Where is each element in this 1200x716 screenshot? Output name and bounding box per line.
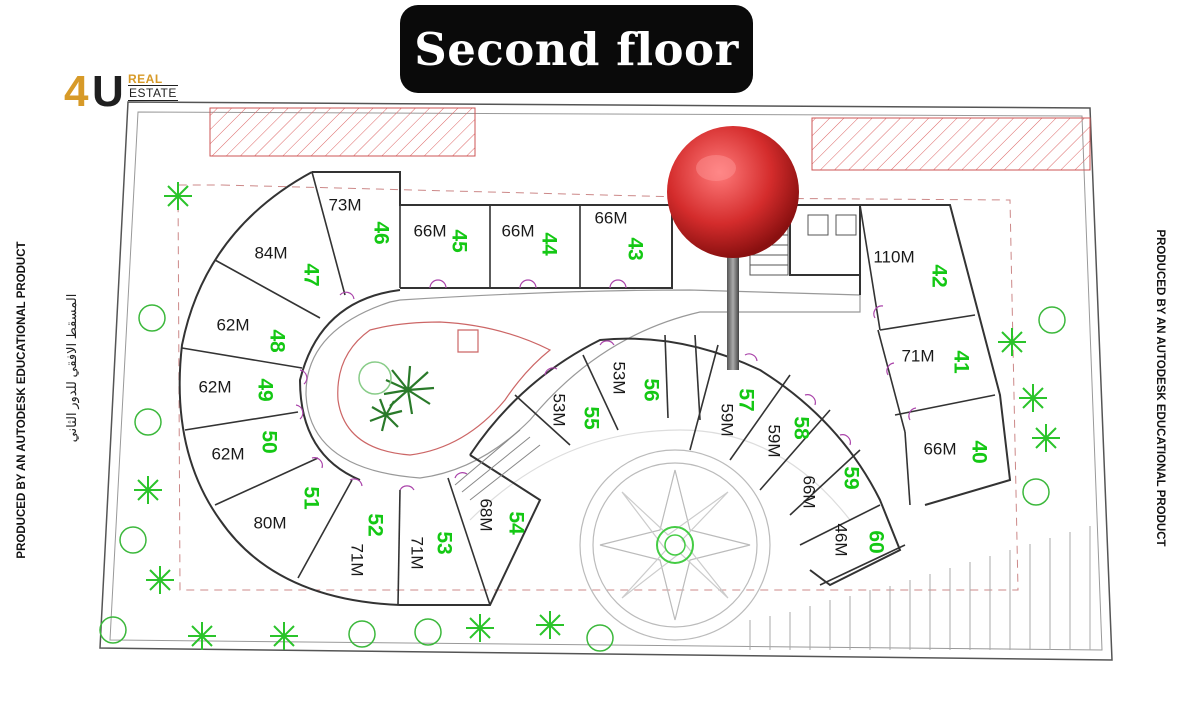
unit-area: 62M — [216, 315, 249, 334]
unit-area: 66M — [413, 221, 446, 240]
logo-real-text: REAL — [128, 72, 163, 86]
unit-59: 66M 59 — [800, 466, 863, 508]
logo-estate-text: ESTATE — [128, 85, 178, 101]
watermark-right: PRODUCED BY AN AUTODESK EDUCATIONAL PROD… — [1154, 229, 1166, 547]
dashed-boundary — [177, 184, 1019, 591]
unit-area: 66M — [501, 221, 534, 240]
unit-number: 59 — [839, 466, 862, 489]
central-plaza — [469, 429, 851, 641]
unit-area: 66M — [800, 475, 819, 508]
hatched-strip-left — [209, 107, 476, 157]
unit-number: 56 — [639, 378, 662, 401]
palm-trees — [358, 361, 435, 432]
unit-area: 68M — [477, 498, 496, 531]
unit-area: 80M — [253, 513, 286, 532]
unit-partitions — [181, 171, 996, 606]
unit-area: 59M — [718, 403, 737, 436]
service-core — [454, 214, 857, 501]
unit-43: 66M 43 — [594, 208, 646, 260]
unit-area: 59M — [765, 424, 784, 457]
unit-area: 84M — [254, 243, 287, 262]
unit-46: 73M 46 — [328, 195, 392, 244]
unit-number: 41 — [949, 350, 972, 374]
unit-55: 53M 55 — [550, 393, 603, 430]
unit-area: 46M — [832, 523, 851, 556]
arabic-caption: المسقط الافقي للدور الثاني — [64, 293, 79, 443]
unit-area: 71M — [348, 543, 367, 576]
unit-48: 62M 48 — [216, 315, 288, 353]
unit-area: 62M — [198, 377, 231, 396]
unit-number: 45 — [447, 229, 470, 253]
unit-number: 51 — [299, 486, 322, 510]
unit-area: 62M — [211, 444, 244, 463]
page-title: Second floor — [400, 5, 753, 93]
unit-number: 43 — [623, 237, 646, 260]
unit-number: 57 — [734, 388, 757, 411]
unit-area: 110M — [873, 247, 914, 266]
watermark-left: PRODUCED BY AN AUTODESK EDUCATIONAL PROD… — [16, 241, 28, 559]
unit-number: 40 — [967, 440, 990, 463]
unit-number: 60 — [864, 530, 887, 553]
unit-47: 84M 47 — [254, 243, 322, 286]
unit-40: 66M 40 — [923, 439, 990, 463]
location-pin — [667, 126, 799, 370]
unit-49: 62M 49 — [198, 377, 276, 401]
courtyard — [305, 289, 861, 479]
unit-number: 46 — [369, 221, 392, 244]
unit-number: 42 — [927, 264, 950, 287]
unit-41: 71M 41 — [901, 346, 972, 374]
landscape-trees — [134, 182, 1060, 650]
logo-number: 4 — [64, 67, 89, 116]
unit-number: 48 — [265, 329, 288, 353]
unit-number: 58 — [789, 416, 812, 440]
unit-number: 52 — [363, 513, 386, 536]
unit-area: 73M — [328, 195, 361, 214]
unit-54: 68M 54 — [477, 498, 528, 535]
unit-50: 62M 50 — [211, 430, 280, 463]
unit-number: 49 — [253, 378, 276, 401]
unit-60: 46M 60 — [832, 523, 888, 556]
parking-bays — [749, 526, 1091, 650]
hatched-strip-right — [811, 117, 1091, 171]
building-walls — [178, 171, 1012, 606]
site-boundary — [99, 101, 1113, 661]
unit-58: 59M 58 — [765, 416, 813, 457]
unit-number: 47 — [299, 263, 322, 286]
unit-51: 80M 51 — [253, 486, 322, 532]
unit-area: 71M — [408, 536, 427, 569]
unit-53: 71M 53 — [408, 531, 456, 569]
unit-number: 53 — [432, 531, 455, 554]
company-logo: 4 U REAL ESTATE — [64, 70, 179, 115]
unit-number: 55 — [579, 406, 602, 430]
unit-42: 110M 42 — [873, 247, 950, 287]
unit-number: 50 — [257, 430, 280, 453]
unit-area: 66M — [594, 208, 627, 227]
unit-number: 44 — [537, 232, 560, 256]
unit-area: 53M — [550, 393, 569, 426]
unit-number: 54 — [504, 511, 527, 535]
landscape-shrubs — [99, 304, 1066, 652]
logo-letter: U — [92, 67, 124, 116]
unit-area: 53M — [610, 361, 629, 394]
doors — [295, 279, 917, 491]
unit-56: 53M 56 — [610, 361, 663, 401]
unit-area: 71M — [901, 346, 934, 365]
unit-area: 66M — [923, 439, 956, 458]
